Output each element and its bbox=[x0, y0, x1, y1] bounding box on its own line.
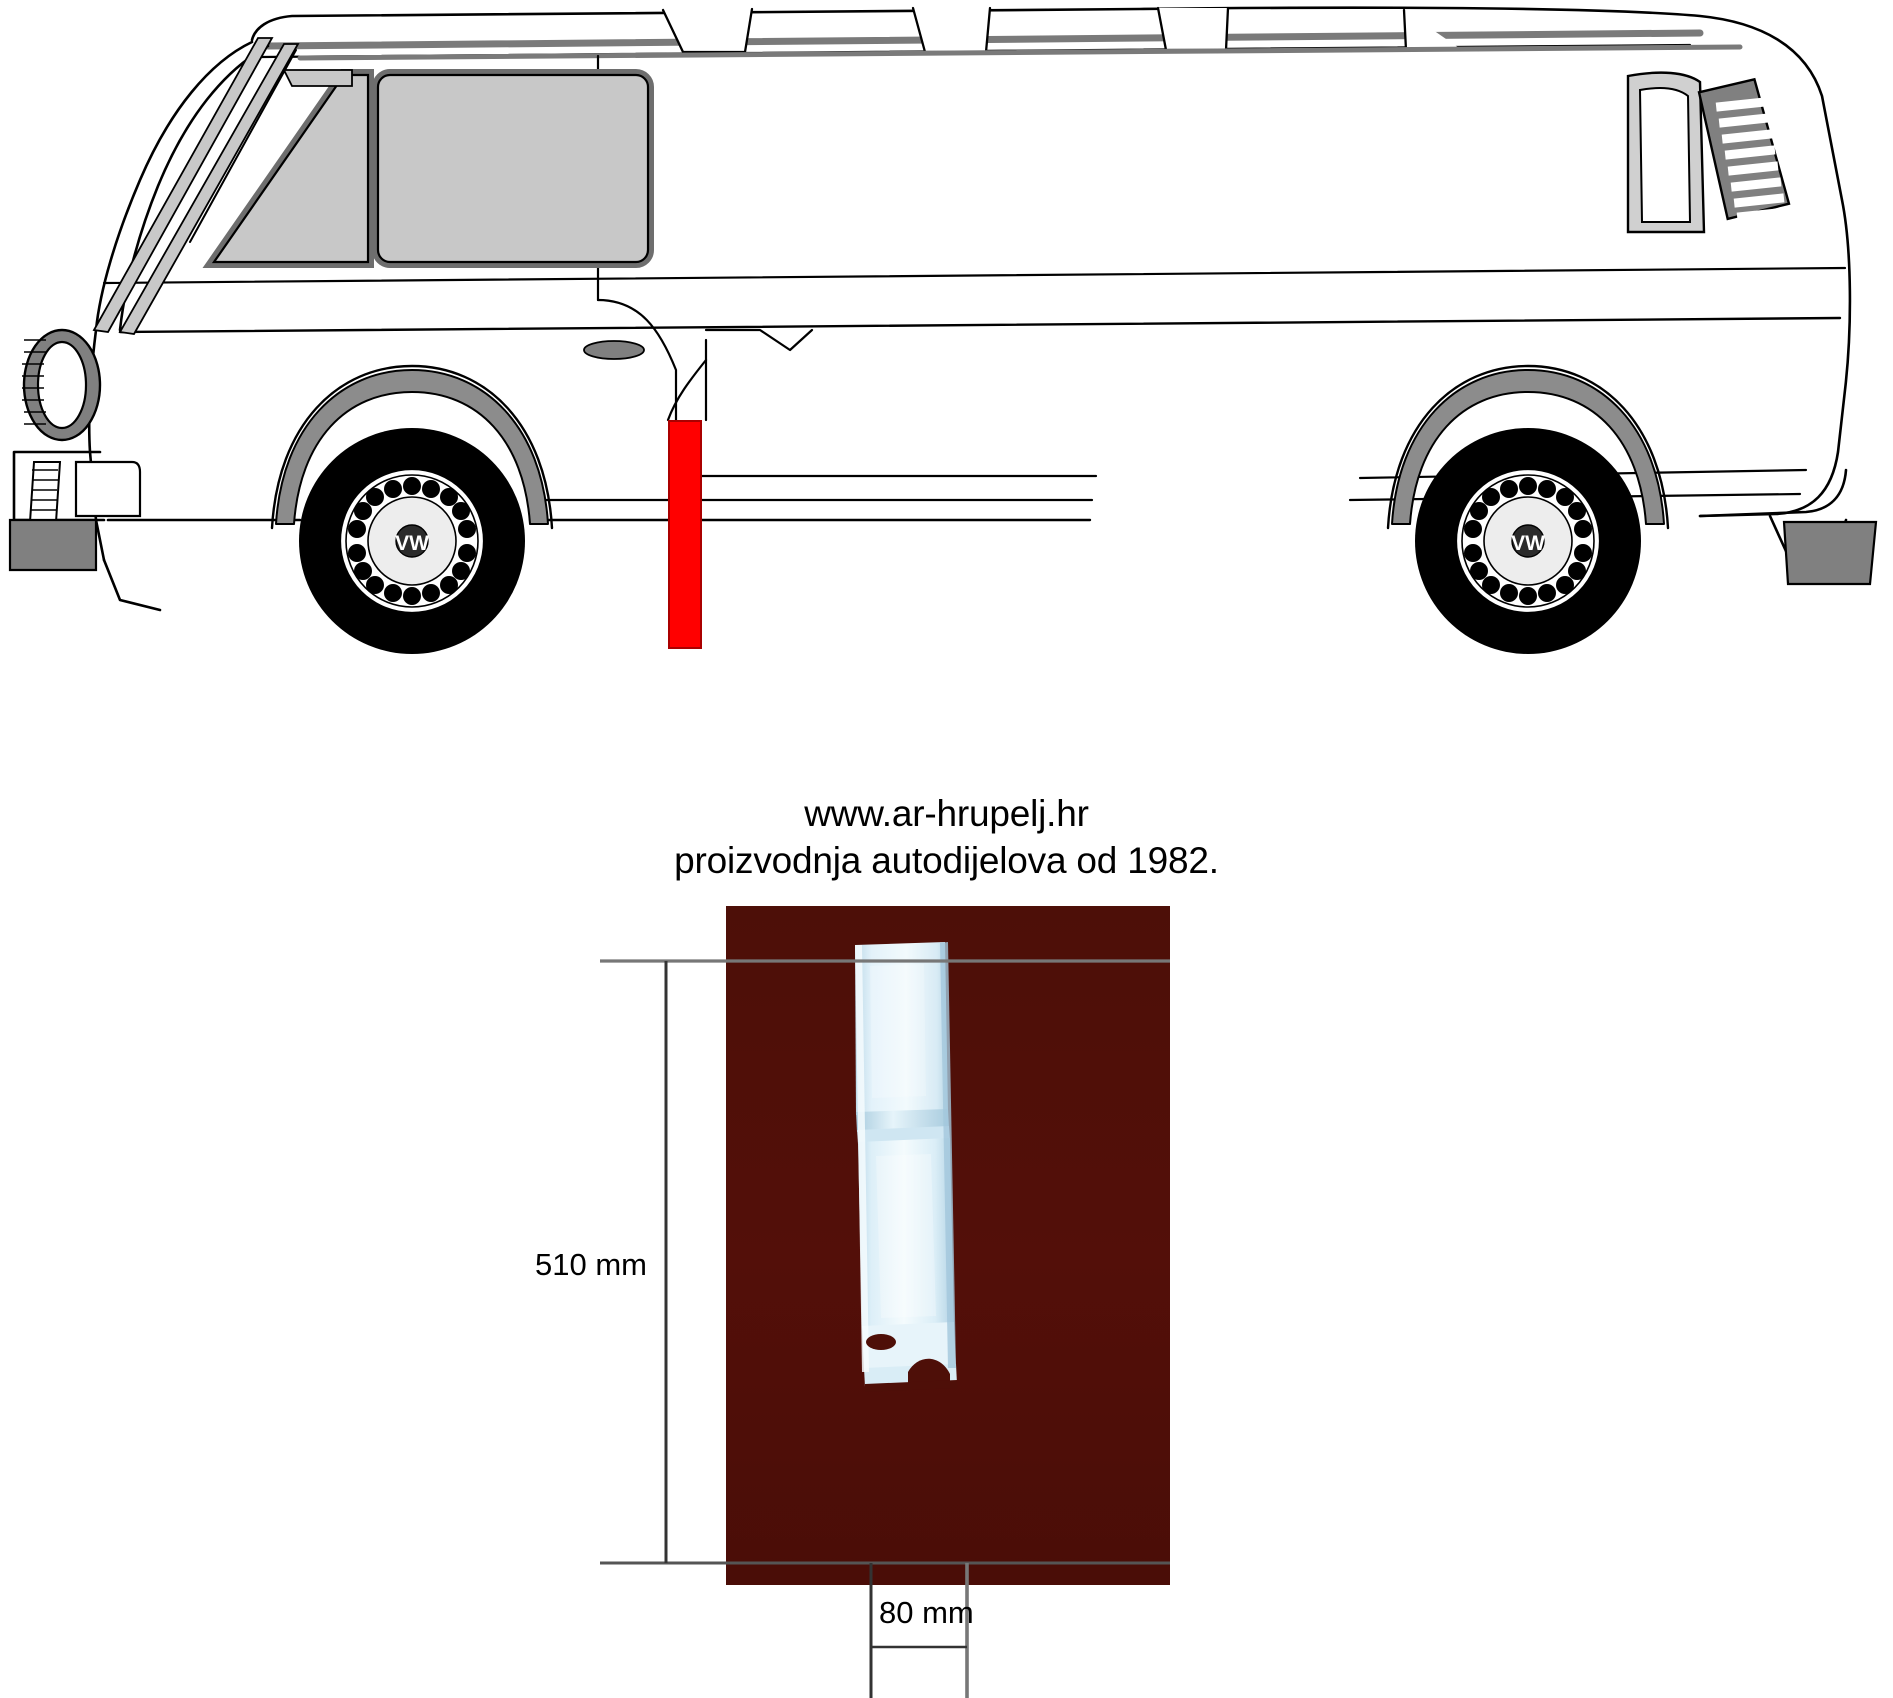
front-arch-flare bbox=[275, 369, 549, 525]
upper-body-line bbox=[102, 266, 1847, 285]
belt-line bbox=[118, 316, 1842, 334]
front-grille bbox=[28, 460, 142, 523]
rear-arch-flare bbox=[1391, 369, 1665, 525]
rear-bumper bbox=[1782, 520, 1878, 586]
svg-text:VW: VW bbox=[395, 532, 429, 555]
roof-crease bbox=[297, 44, 1743, 61]
rear-wheel: VW bbox=[1415, 428, 1641, 654]
repair-panel-photo bbox=[726, 906, 1170, 1585]
front-wheel: VW bbox=[299, 428, 525, 654]
rear-vent-grille bbox=[1697, 77, 1791, 222]
repair-panel-render bbox=[855, 942, 957, 1392]
door-handle bbox=[583, 340, 645, 360]
door-step-detail bbox=[704, 328, 814, 352]
height-label-backdrop bbox=[524, 1240, 656, 1292]
highlighted-repair-strip bbox=[668, 420, 702, 649]
front-bumper bbox=[8, 518, 98, 572]
height-dimension-label: 510 mm bbox=[535, 1247, 647, 1282]
roof-drip-tabs bbox=[661, 6, 1464, 54]
svg-text:VW: VW bbox=[1511, 532, 1545, 555]
website-caption: www.ar-hrupelj.hr bbox=[804, 793, 1089, 834]
headlight bbox=[22, 328, 102, 442]
window-group bbox=[202, 69, 1706, 268]
width-dimension-label: 80 mm bbox=[879, 1595, 974, 1630]
company-tagline-caption: proizvodnja autodijelova od 1982. bbox=[674, 840, 1219, 881]
windscreen-glass bbox=[92, 37, 353, 335]
